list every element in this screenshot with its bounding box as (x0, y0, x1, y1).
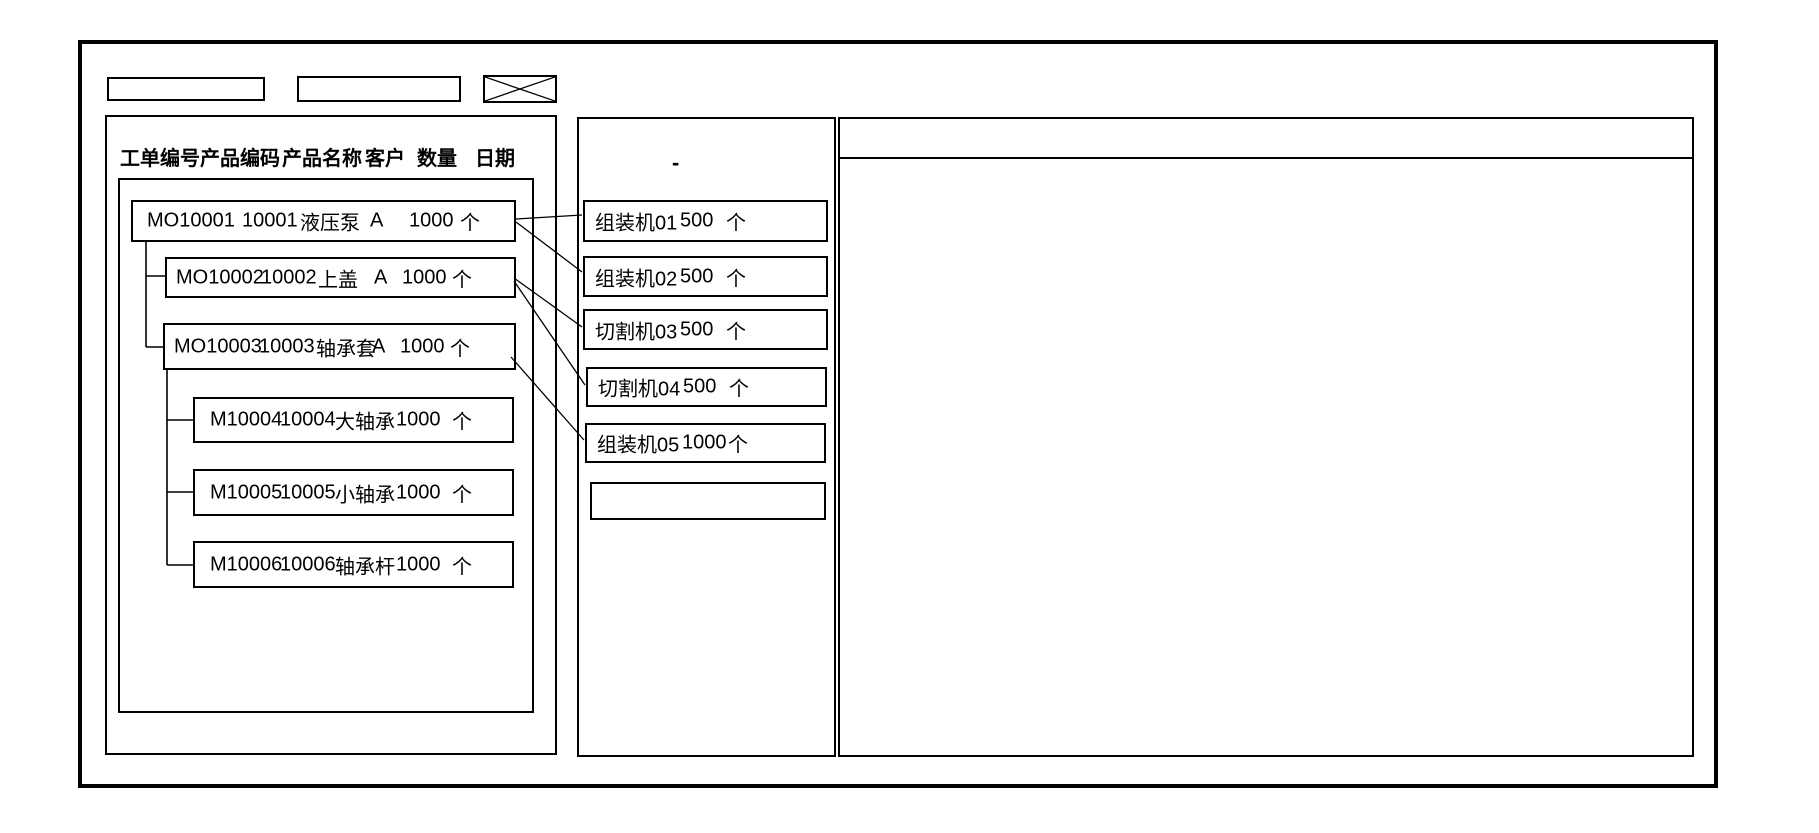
unit: 个 (460, 212, 480, 235)
unit: 个 (452, 484, 472, 506)
quantity: 1000 (396, 553, 441, 575)
product-name: 上盖 (318, 269, 358, 291)
quantity: 1000 (409, 209, 454, 232)
order-no: M10005 (210, 481, 283, 503)
toolbar-placeholder-1[interactable] (107, 77, 265, 101)
machine-unit: 个 (728, 434, 748, 457)
product-name: 轴承杆 (335, 556, 395, 578)
machine-qty: 500 (683, 375, 717, 398)
column-header-product-code: 产品编码 (200, 148, 280, 170)
product-code: 10003 (259, 335, 315, 357)
work-order-node-mo10001[interactable]: MO10001 10001 液压泵 A 1000 个 (131, 200, 516, 242)
quantity: 1000 (402, 266, 447, 288)
order-no: MO10001 (147, 209, 235, 232)
work-order-node-mo10003[interactable]: MO10003 10003 轴承套 A 1000 个 (163, 323, 516, 370)
machine-name: 组装机01 (595, 212, 678, 235)
schedule-header-divider (838, 157, 1694, 159)
schedule-panel (838, 117, 1694, 757)
machine-unit: 个 (726, 212, 746, 235)
work-order-node-m10004[interactable]: M10004 10004 大轴承 1000 个 (193, 397, 514, 443)
work-order-node-m10005[interactable]: M10005 10005 小轴承 1000 个 (193, 469, 514, 516)
customer: A (374, 266, 388, 288)
unit: 个 (452, 411, 472, 434)
machine-box-zhuangji05[interactable]: 组装机05 1000 个 (585, 423, 826, 463)
unit: 个 (450, 338, 470, 360)
machine-box-qiegeji03[interactable]: 切割机03 500 个 (583, 309, 828, 350)
product-code: 10001 (242, 209, 298, 232)
product-code: 10004 (280, 408, 336, 431)
column-header-order-no: 工单编号 (120, 148, 200, 170)
product-name: 轴承套 (316, 338, 376, 360)
product-code: 10005 (280, 481, 336, 503)
image-placeholder-icon[interactable] (483, 75, 557, 103)
customer: A (372, 335, 386, 357)
machine-name: 组装机05 (597, 434, 680, 457)
work-order-node-mo10002[interactable]: MO10002 10002 上盖 A 1000 个 (165, 257, 516, 298)
product-name: 大轴承 (335, 411, 395, 434)
machine-name: 切割机04 (598, 378, 681, 401)
product-name: 液压泵 (300, 212, 360, 235)
product-name: 小轴承 (335, 484, 395, 506)
machine-box-zhuangji01[interactable]: 组装机01 500 个 (583, 200, 828, 242)
quantity: 1000 (400, 335, 445, 357)
machine-box-empty[interactable] (590, 482, 826, 520)
product-code: 10002 (261, 266, 317, 288)
unit: 个 (452, 556, 472, 578)
x-cross-icon (485, 77, 555, 101)
column-header-customer: 客户 (365, 148, 405, 170)
machine-box-qiegeji04[interactable]: 切割机04 500 个 (586, 367, 827, 407)
dot-mark: - (672, 150, 680, 175)
machine-name: 组装机02 (595, 268, 678, 290)
column-header-qty: 数量 (417, 148, 457, 170)
machine-qty: 500 (680, 318, 714, 340)
work-order-node-m10006[interactable]: M10006 10006 轴承杆 1000 个 (193, 541, 514, 588)
order-no: M10006 (210, 553, 283, 575)
machine-box-zhuangji02[interactable]: 组装机02 500 个 (583, 256, 828, 297)
machine-name: 切割机03 (595, 321, 678, 343)
column-header-date: 日期 (475, 148, 515, 170)
machine-qty: 1000 (682, 431, 727, 454)
machine-unit: 个 (729, 378, 749, 401)
order-no: M10004 (210, 408, 283, 431)
product-code: 10006 (280, 553, 336, 575)
machine-qty: 500 (680, 209, 714, 232)
column-header-product-name: 产品名称 (282, 148, 362, 170)
customer: A (370, 209, 384, 232)
machine-qty: 500 (680, 265, 714, 287)
order-no: MO10002 (176, 266, 264, 288)
order-no: MO10003 (174, 335, 262, 357)
toolbar-placeholder-2[interactable] (297, 76, 461, 102)
quantity: 1000 (396, 481, 441, 503)
machine-unit: 个 (726, 321, 746, 343)
unit: 个 (452, 269, 472, 291)
machine-unit: 个 (726, 268, 746, 290)
quantity: 1000 (396, 408, 441, 431)
